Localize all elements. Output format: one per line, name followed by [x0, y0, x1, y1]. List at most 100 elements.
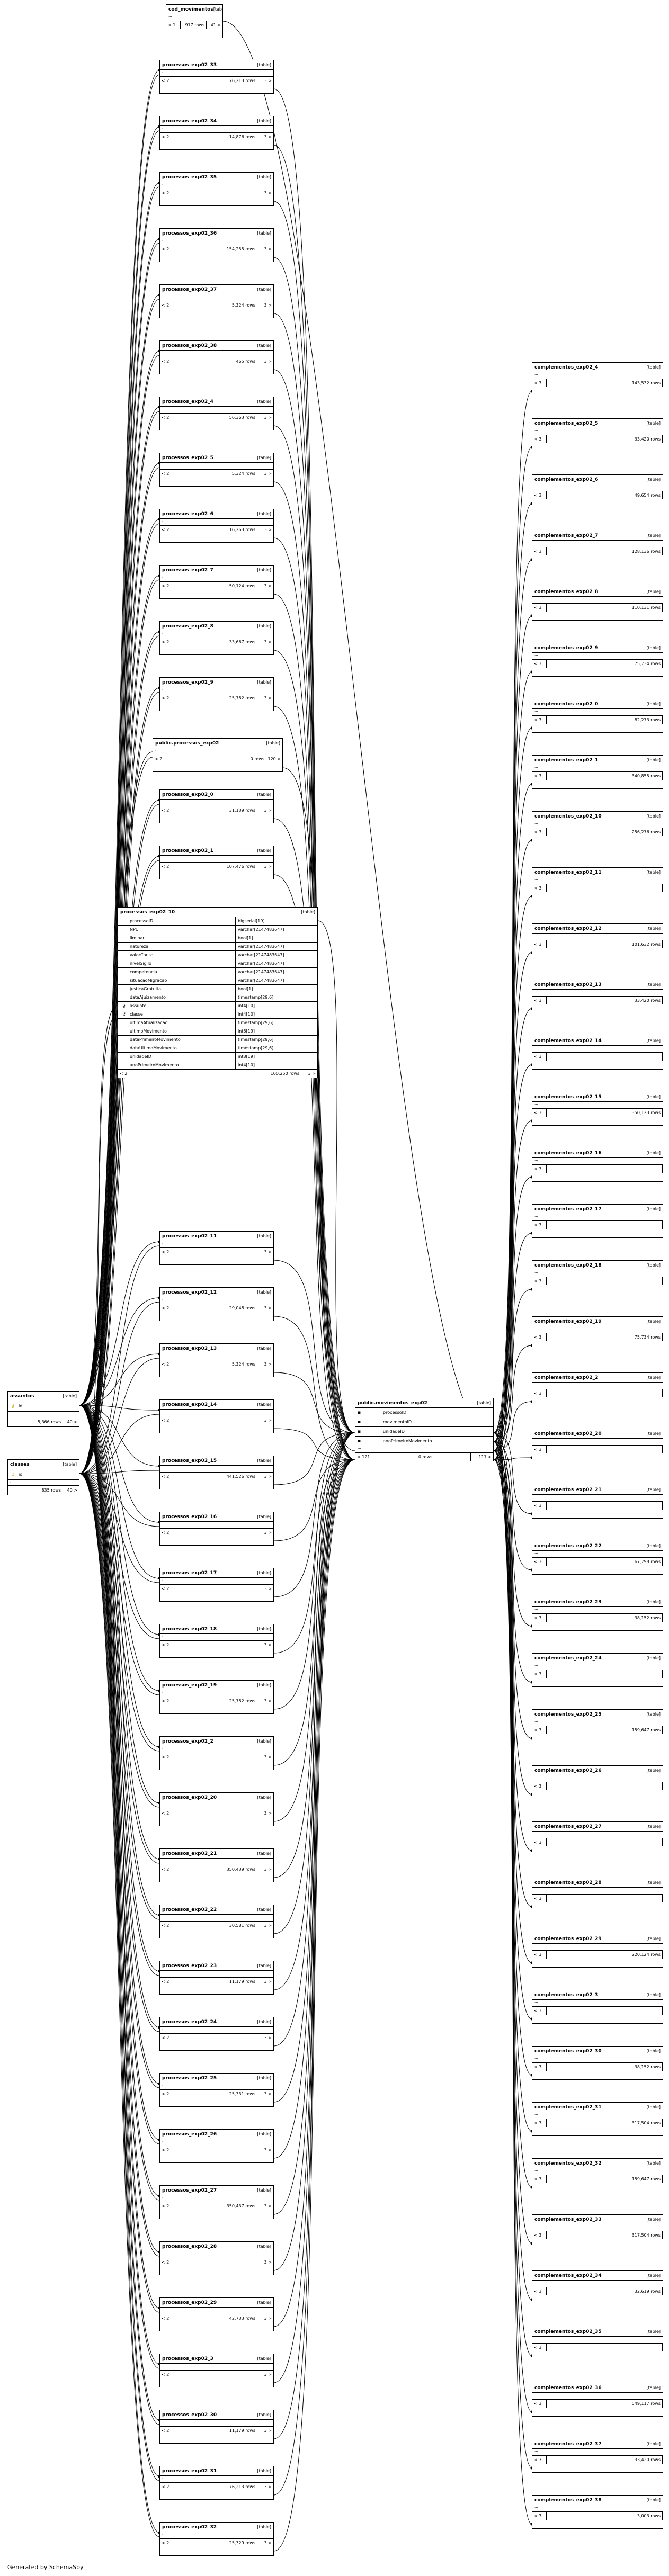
child-count: 3 >	[264, 1699, 272, 1703]
table-complementos-exp02-21[interactable]: complementos_exp02_21[table]...< 3	[532, 1485, 663, 1519]
column-ellipsis: ...	[160, 2476, 273, 2483]
row-count	[547, 2007, 663, 2015]
relationship-line	[79, 1473, 160, 1695]
table-public-movimentos-exp02[interactable]: public.movimentos_exp02[table] ▪processo…	[355, 1398, 494, 1461]
table-complementos-exp02-35[interactable]: complementos_exp02_35[table]...< 3	[532, 2327, 663, 2360]
relationship-line	[273, 1459, 355, 2327]
table-complementos-exp02-11[interactable]: complementos_exp02_11[table]...< 3	[532, 867, 663, 901]
table-complementos-exp02-27[interactable]: complementos_exp02_27[table]...< 3	[532, 1821, 663, 1855]
column-ellipsis: ...	[532, 2393, 663, 2400]
table-complementos-exp02-26[interactable]: complementos_exp02_26[table]...< 3	[532, 1765, 663, 1799]
table-type: [table]	[646, 2329, 661, 2334]
parent-count: < 2	[160, 1473, 174, 1480]
parent-count: < 2	[160, 2539, 174, 2547]
table-complementos-exp02-20[interactable]: complementos_exp02_20[table]...< 3	[532, 1429, 663, 1462]
row-count	[547, 1221, 663, 1229]
table-name: processos_exp02_35	[162, 174, 217, 180]
table-complementos-exp02-18[interactable]: complementos_exp02_18[table]...< 3	[532, 1260, 663, 1294]
table-type: [table]	[257, 1570, 271, 1575]
table-complementos-exp02-16[interactable]: complementos_exp02_16[table]...< 3	[532, 1148, 663, 1182]
table-complementos-exp02-3[interactable]: complementos_exp02_3[table]...< 3	[532, 1990, 663, 2024]
table-complementos-exp02-2[interactable]: complementos_exp02_2[table]...< 3	[532, 1372, 663, 1406]
table-complementos-exp02-17[interactable]: complementos_exp02_17[table]...< 3	[532, 1204, 663, 1238]
table-type: [table]	[257, 1851, 271, 1856]
table-complementos-exp02-28[interactable]: complementos_exp02_28[table]...< 3	[532, 1878, 663, 1911]
table-complementos-exp02-14[interactable]: complementos_exp02_14[table]...< 3	[532, 1036, 663, 1070]
column-ellipsis: ...	[532, 877, 663, 884]
table-complementos-exp02-24[interactable]: complementos_exp02_24[table]...< 3	[532, 1653, 663, 1687]
relationship-line	[317, 920, 355, 1433]
parent-count: < 2	[160, 1529, 174, 1537]
parent-count: < 2	[160, 806, 174, 814]
